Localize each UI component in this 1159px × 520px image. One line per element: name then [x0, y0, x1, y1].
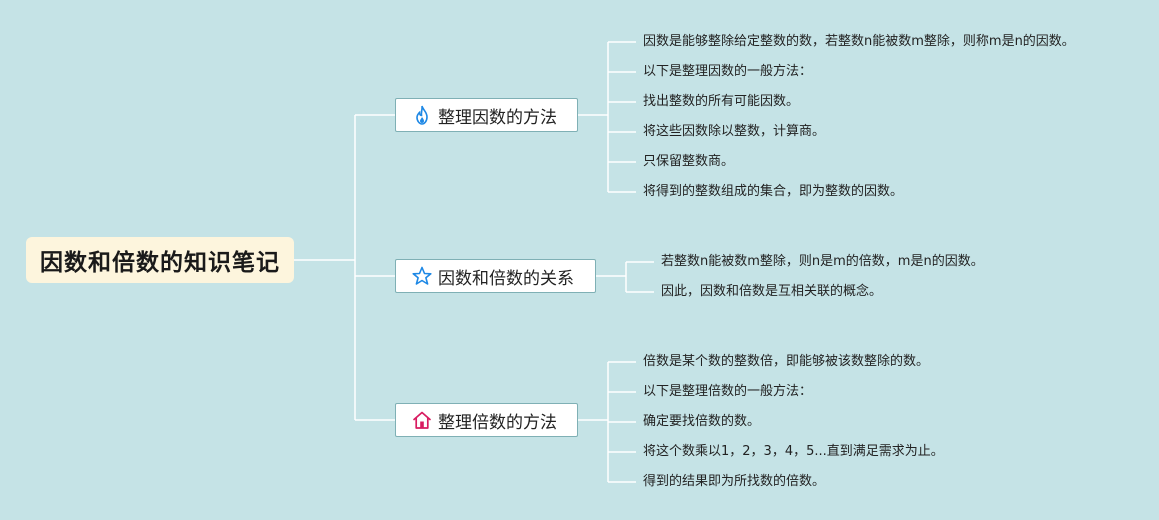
branch-label: 因数和倍数的关系: [438, 268, 574, 289]
leaf-note[interactable]: 以下是整理因数的一般方法：: [643, 64, 813, 79]
branch-label: 整理倍数的方法: [438, 412, 557, 433]
branch-factor-method[interactable]: 整理因数的方法: [395, 98, 578, 132]
leaf-note[interactable]: 倍数是某个数的整数倍，即能够被该数整除的数。: [643, 354, 930, 369]
leaf-note[interactable]: 找出整数的所有可能因数。: [643, 94, 800, 109]
leaf-note[interactable]: 以下是整理倍数的一般方法：: [643, 384, 813, 399]
leaf-note[interactable]: 只保留整数商。: [643, 154, 735, 169]
fire-icon: [412, 105, 432, 125]
leaf-note[interactable]: 将这些因数除以整数，计算商。: [643, 124, 826, 139]
branch-label: 整理因数的方法: [438, 107, 557, 128]
leaf-note[interactable]: 若整数n能被数m整除，则n是m的倍数，m是n的因数。: [661, 254, 984, 269]
star-icon: [412, 266, 432, 286]
leaf-note[interactable]: 因此，因数和倍数是互相关联的概念。: [661, 284, 883, 299]
home-icon: [412, 410, 432, 430]
branch-relation[interactable]: 因数和倍数的关系: [395, 259, 596, 293]
branch-multiple-method[interactable]: 整理倍数的方法: [395, 403, 578, 437]
leaf-note[interactable]: 得到的结果即为所找数的倍数。: [643, 474, 826, 489]
leaf-note[interactable]: 将这个数乘以1，2，3，4，5...直到满足需求为止。: [643, 444, 944, 459]
leaf-note[interactable]: 将得到的整数组成的集合，即为整数的因数。: [643, 184, 904, 199]
leaf-note[interactable]: 确定要找倍数的数。: [643, 414, 761, 429]
leaf-note[interactable]: 因数是能够整除给定整数的数，若整数n能被数m整除，则称m是n的因数。: [643, 34, 1075, 49]
root-topic-label: 因数和倍数的知识笔记: [40, 250, 280, 276]
root-topic[interactable]: 因数和倍数的知识笔记: [26, 237, 294, 283]
